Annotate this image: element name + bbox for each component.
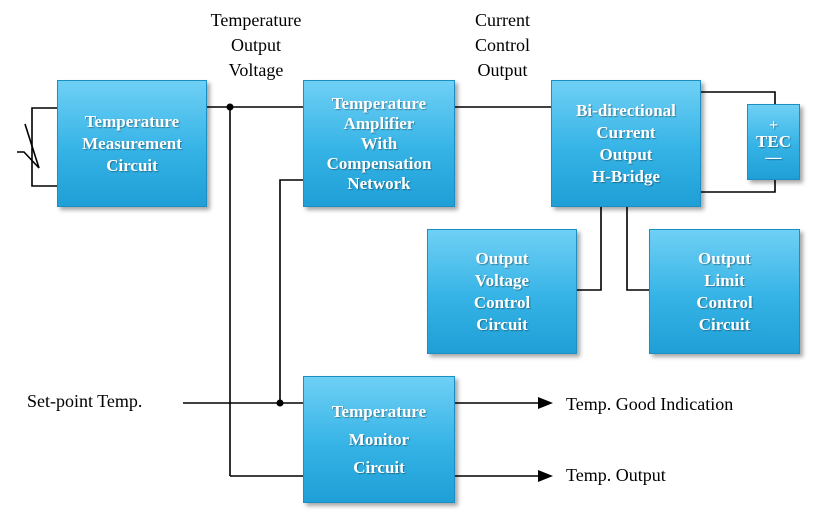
junction-dot [276,399,284,407]
wire-hbridge-to-tec [701,91,776,104]
block-line: Current [596,122,656,142]
block-line: Circuit [476,314,528,334]
hbridge-block: Bi-directional Current Output H-Bridge [551,80,701,207]
thermistor-wire [31,107,57,187]
label-line: Current [475,10,530,30]
label-line: Voltage [228,60,284,80]
block-line: Circuit [353,457,405,477]
block-line: Amplifier [343,113,415,133]
block-line: Temperature [84,111,180,131]
block-line: With [360,133,398,153]
label-line: Output [477,60,528,80]
arrow-head-temp-good [538,397,553,409]
arrow-head-temp-output [538,470,553,482]
block-line: Control [696,292,753,312]
temp-amplifier-block: Temperature Amplifier With Compensation … [303,80,455,207]
block-line: Output [599,144,653,164]
block-line: Temperature [331,93,427,113]
wire-tec-to-hbridge [701,180,776,193]
block-line: Network [347,173,411,193]
block-line: Voltage [474,270,530,290]
block-line: Compensation [326,153,432,173]
block-line: Measurement [82,133,182,153]
temp-measurement-block: Temperature Measurement Circuit [57,80,207,207]
label-line: Temperature [210,10,302,30]
temp-output-voltage-label: Temperature Output Voltage [195,8,317,83]
temp-good-label: Temp. Good Indication [566,394,734,414]
block-line: Limit [704,270,745,290]
thermistor-body [24,123,40,169]
tec-label: TEC [756,132,791,151]
label-line: Control [474,35,530,55]
block-line: Monitor [348,429,410,449]
setpoint-label: Set-point Temp. [27,391,143,411]
tec-minus-symbol: — [765,149,782,166]
block-line: Control [473,292,531,312]
label-line: Output [230,35,281,55]
wire-hbridge-to-limit-control [626,207,649,291]
wire-setpoint-to-amplifier [279,179,303,403]
junction-dot [226,103,234,111]
block-line: Bi-directional [576,100,676,120]
thermistor-tick [17,151,40,169]
block-line: Output [698,248,751,268]
block-line: H-Bridge [592,166,660,186]
current-control-output-label: Current Control Output [455,8,550,83]
temp-output-label: Temp. Output [566,465,666,485]
block-line: Output [475,248,529,268]
wire-hbridge-to-voltage-control [577,207,602,291]
output-limit-control-block: Output Limit Control Circuit [649,229,800,354]
block-line: Circuit [106,155,158,175]
block-line: Circuit [698,314,751,334]
block-line: Temperature [331,401,427,421]
temp-monitor-block: Temperature Monitor Circuit [303,376,455,503]
output-voltage-control-block: Output Voltage Control Circuit [427,229,577,354]
tec-plus-symbol: + [768,117,779,134]
tec-block: + TEC — [747,104,800,180]
